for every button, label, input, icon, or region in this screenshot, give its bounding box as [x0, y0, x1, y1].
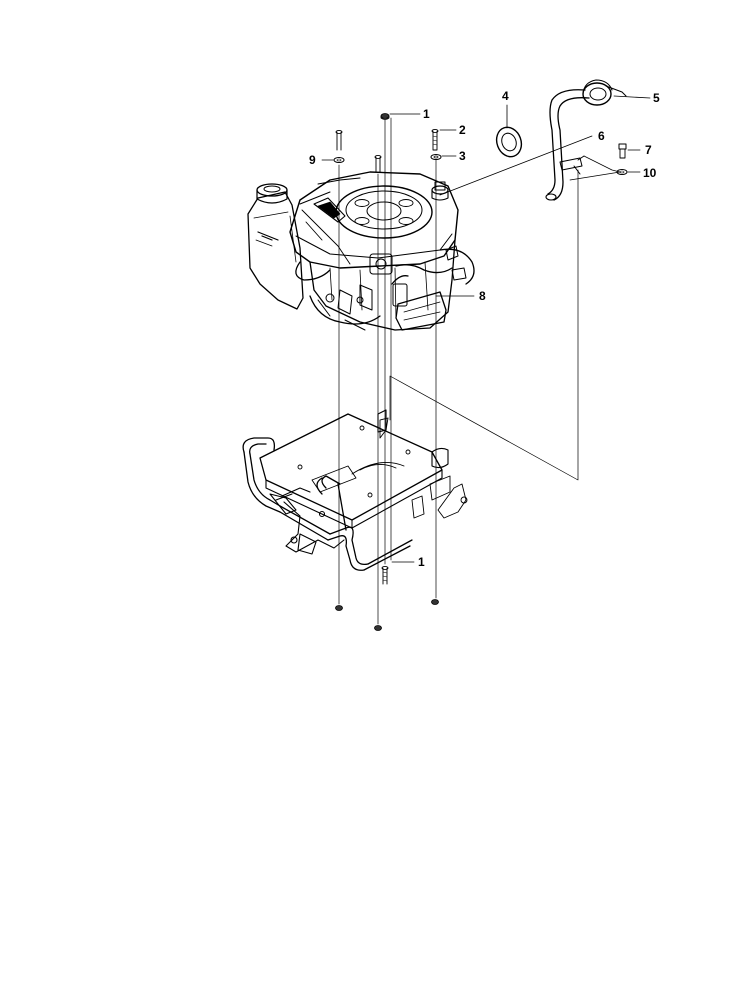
engine-block [309, 239, 456, 331]
part-engine-bolt [333, 129, 345, 163]
part-engine-bolt-2 [374, 154, 382, 173]
part-bottom-nuts [335, 599, 439, 631]
callout-7: 7 [645, 143, 652, 157]
part-muffler [582, 79, 627, 106]
callout-10: 10 [643, 166, 657, 180]
callout-6: 6 [598, 129, 605, 143]
fuel-tank [247, 191, 304, 310]
assembly-guide-lines [338, 117, 621, 625]
engine-muffler [395, 291, 447, 331]
frame-assembly [242, 409, 468, 571]
frame-lower-bracket [269, 487, 345, 555]
part-clamp [559, 155, 585, 175]
engine-hoses [295, 248, 475, 325]
part-screw [618, 143, 627, 159]
callout-1-bottom: 1 [418, 555, 425, 569]
part-nut-top [380, 113, 390, 120]
callout-3: 3 [459, 149, 466, 163]
leader-lines [321, 95, 651, 563]
callout-5: 5 [653, 91, 660, 105]
oil-fill-cap [431, 181, 449, 201]
part-bolt [431, 128, 439, 151]
callout-9: 9 [309, 153, 316, 167]
frame-rear-post [377, 409, 449, 469]
front-bumper-tube [242, 437, 413, 571]
carburetor-area [317, 253, 408, 331]
engine-mount-plate [259, 413, 443, 521]
fuel-cap [256, 183, 288, 204]
brand-badge [313, 197, 346, 223]
air-cleaner [335, 185, 433, 239]
callout-8: 8 [479, 289, 486, 303]
callout-4: 4 [502, 89, 509, 103]
part-exhaust-gasket [495, 126, 523, 158]
engine-assembly [247, 171, 475, 331]
part-exhaust-pipe [545, 89, 590, 201]
part-bottom-bolt [381, 565, 389, 585]
callout-2: 2 [459, 123, 466, 137]
part-washer [430, 154, 442, 160]
callout-labels: 1 2 3 4 5 6 7 8 9 10 1 [309, 89, 660, 569]
callout-1-top: 1 [423, 107, 430, 121]
